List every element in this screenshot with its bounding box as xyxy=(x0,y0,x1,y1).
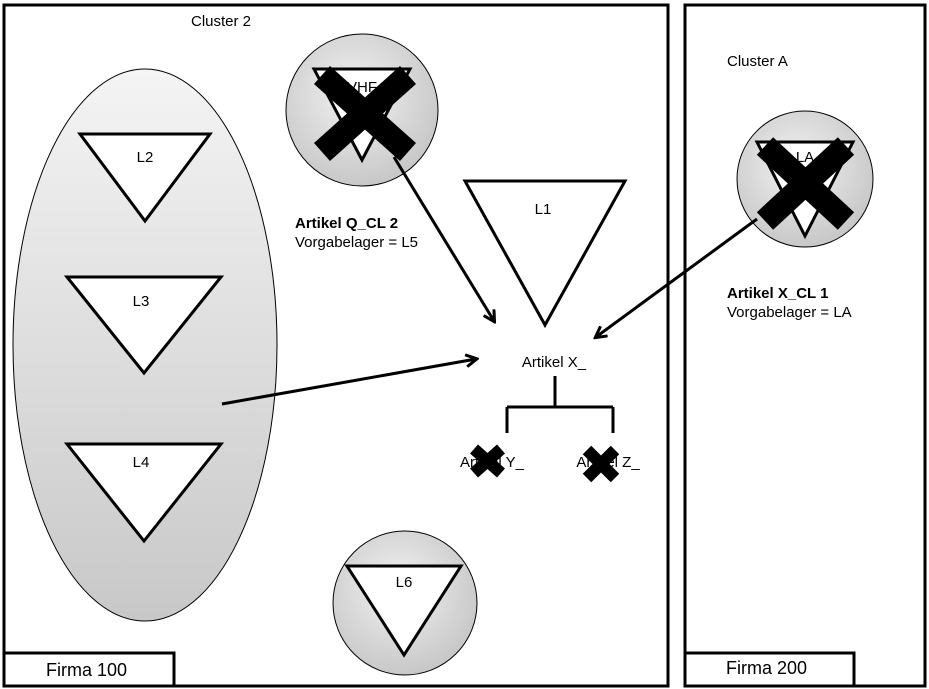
cross-icon-la xyxy=(756,137,855,230)
annotation-subtitle-artikel-q: Vorgabelager = L5 xyxy=(295,234,418,251)
warehouse-label-l1: L1 xyxy=(535,201,552,218)
warehouse-label-l2: L2 xyxy=(137,149,154,166)
cross-icon-article-y xyxy=(470,444,505,478)
warehouse-triangle-l3 xyxy=(63,275,225,376)
annotation-title-artikel-q: Artikel Q_CL 2 xyxy=(295,215,398,232)
article-tree-connector xyxy=(505,376,615,433)
warehouse-triangle-l4 xyxy=(63,442,225,544)
cluster-label-right: Cluster A xyxy=(727,53,788,70)
annotation-title-artikel-x-cl: Artikel X_CL 1 xyxy=(727,285,828,302)
cross-icon-article-z xyxy=(582,445,620,483)
arrow-la-to-article xyxy=(596,217,758,337)
annotation-subtitle-artikel-x-cl: Vorgabelager = LA xyxy=(727,304,852,321)
warehouse-label-l4: L4 xyxy=(133,454,150,471)
firm-label-left: Firma 100 xyxy=(46,660,127,680)
warehouse-label-l6: L6 xyxy=(396,574,413,591)
arrow-group-to-article xyxy=(221,359,476,406)
firm-label-right: Firma 200 xyxy=(726,658,807,678)
cluster-frame-right xyxy=(683,3,927,688)
warehouse-triangle-l2 xyxy=(77,132,213,224)
firm-box-left xyxy=(2,651,176,688)
warehouse-triangle-l1 xyxy=(462,179,628,329)
article-main: Artikel X_ xyxy=(522,354,587,371)
cluster-label-left: Cluster 2 xyxy=(191,13,251,30)
warehouse-label-l3: L3 xyxy=(133,293,150,310)
warehouse-triangle-l6 xyxy=(344,564,464,658)
cross-icon-l5 xyxy=(313,66,417,161)
firm-box-right xyxy=(683,651,856,688)
arrow-l5-to-article xyxy=(392,156,494,321)
warehouse-label-la: LA xyxy=(796,149,814,166)
